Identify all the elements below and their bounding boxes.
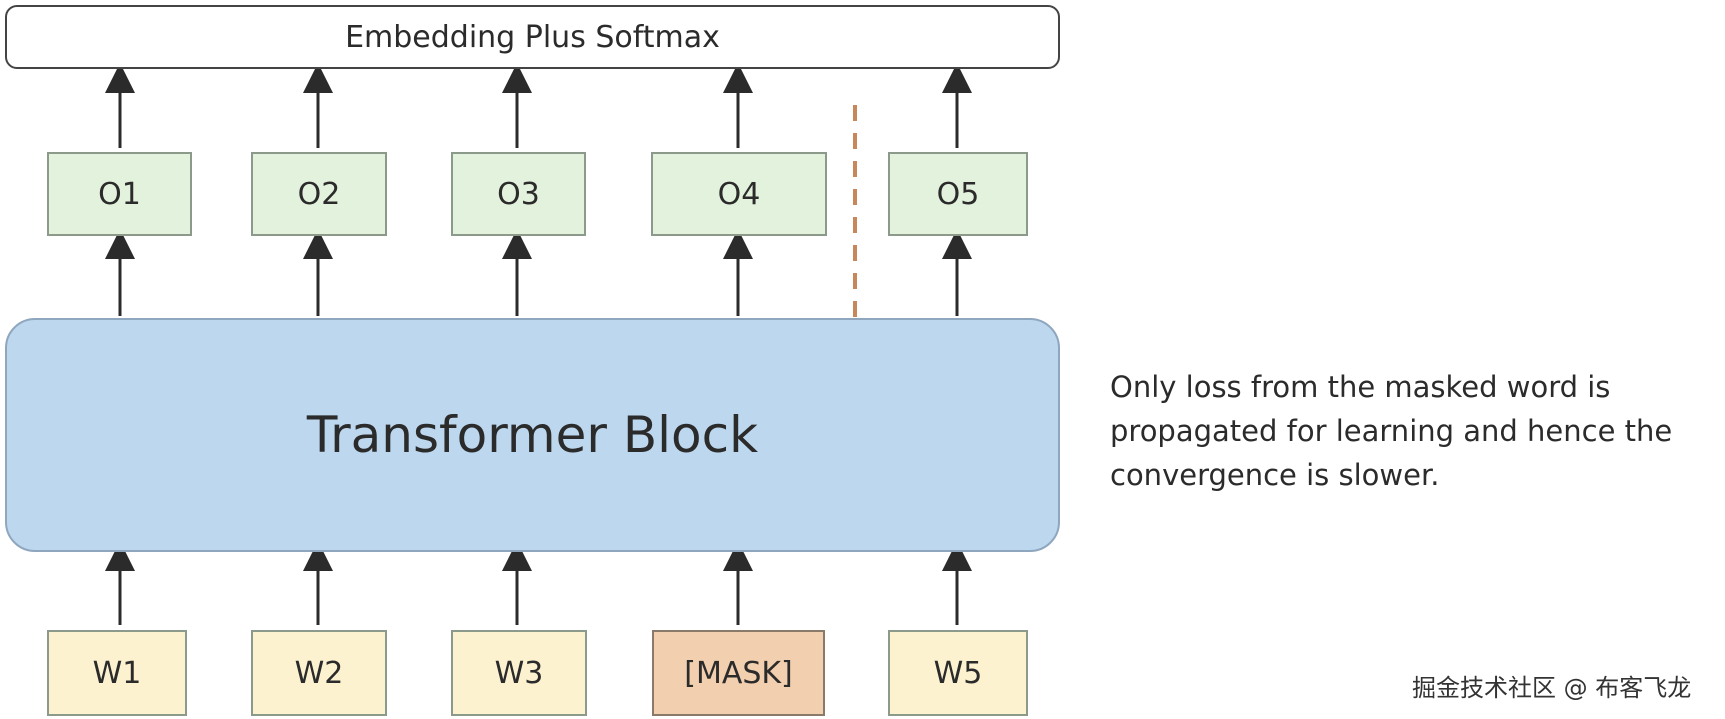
input-label: W3	[494, 655, 544, 691]
embedding-softmax-label: Embedding Plus Softmax	[345, 19, 720, 55]
output-box-o4: O4	[651, 152, 827, 236]
input-box-w5: W5	[888, 630, 1028, 716]
output-label: O3	[497, 176, 540, 212]
output-box-o1: O1	[47, 152, 192, 236]
input-box-w3: W3	[451, 630, 587, 716]
output-label: O1	[98, 176, 141, 212]
input-box-w1: W1	[47, 630, 187, 716]
input-label: W5	[933, 655, 983, 691]
output-label: O2	[297, 176, 341, 212]
output-box-o3: O3	[451, 152, 586, 236]
input-box-w2: W2	[251, 630, 387, 716]
embedding-softmax-box: Embedding Plus Softmax	[5, 5, 1060, 69]
output-label: O4	[717, 176, 761, 212]
input-label: W1	[92, 655, 142, 691]
watermark: 掘金技术社区 @ 布客飞龙	[1412, 674, 1692, 702]
output-box-o2: O2	[251, 152, 387, 236]
output-box-o5: O5	[888, 152, 1028, 236]
loss-note: Only loss from the masked word is propag…	[1110, 370, 1673, 492]
transformer-label: Transformer Block	[306, 406, 759, 464]
input-label: W2	[294, 655, 344, 691]
input-label-mask: [MASK]	[684, 655, 793, 691]
output-label: O5	[936, 176, 980, 212]
transformer-block: Transformer Block	[5, 318, 1060, 552]
input-box-mask: [MASK]	[652, 630, 825, 716]
